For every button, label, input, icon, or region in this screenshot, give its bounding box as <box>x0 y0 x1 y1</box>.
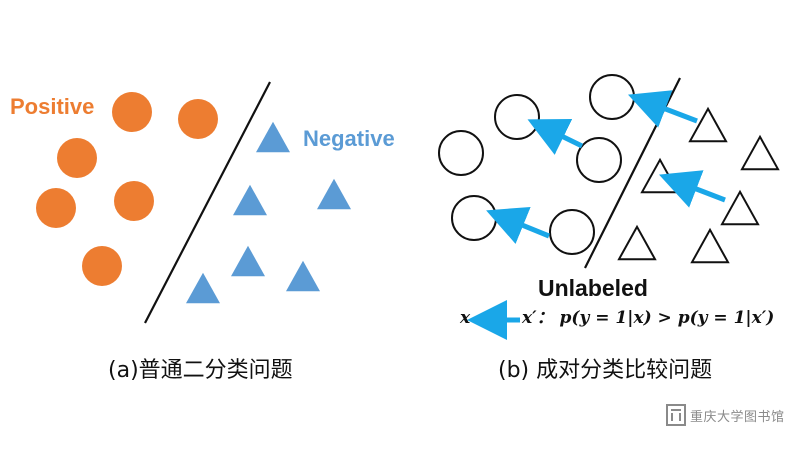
negative-point <box>256 121 290 153</box>
formula-x-symbol: x <box>460 308 471 328</box>
negative-point <box>231 245 265 277</box>
positive-label: Positive <box>10 94 95 119</box>
negative-point <box>317 178 351 210</box>
unlabeled-triangle <box>617 224 657 261</box>
comparison-formula: x′： p(y = 1|x) > p(y = 1|x′) <box>522 308 775 328</box>
caption-panel-a: (a)普通二分类问题 <box>108 358 293 383</box>
comparison-arrow <box>627 90 698 128</box>
unlabeled-triangle <box>688 106 728 143</box>
panel-b <box>438 74 780 340</box>
positive-point <box>114 181 154 221</box>
positive-point <box>82 246 122 286</box>
positive-point <box>57 138 97 178</box>
unlabeled-circle <box>576 137 622 183</box>
unlabeled-triangle <box>740 134 780 171</box>
negative-point <box>233 184 267 216</box>
unlabeled-triangle <box>720 189 760 226</box>
unlabeled-circle <box>438 130 484 176</box>
watermark: 重庆大学图书馆 <box>666 404 785 426</box>
comparison-arrow <box>486 206 550 244</box>
panel-a <box>36 81 351 324</box>
comparison-arrow <box>658 170 726 208</box>
comparison-arrow <box>527 118 584 155</box>
caption-panel-b: (b) 成对分类比较问题 <box>498 358 713 383</box>
unlabeled-circle <box>494 94 540 140</box>
library-logo-icon <box>666 404 686 426</box>
unlabeled-circle <box>549 209 595 255</box>
watermark-text: 重庆大学图书馆 <box>690 409 785 425</box>
positive-point <box>178 99 218 139</box>
positive-point <box>112 92 152 132</box>
unlabeled-triangle <box>640 157 680 194</box>
negative-point <box>186 272 220 304</box>
separator-line-a <box>144 81 271 324</box>
negative-point <box>286 260 320 292</box>
unlabeled-triangle <box>690 227 730 264</box>
unlabeled-circle <box>589 74 635 120</box>
positive-point <box>36 188 76 228</box>
unlabeled-circle <box>451 195 497 241</box>
negative-label: Negative <box>303 126 395 151</box>
unlabeled-label: Unlabeled <box>538 275 648 301</box>
